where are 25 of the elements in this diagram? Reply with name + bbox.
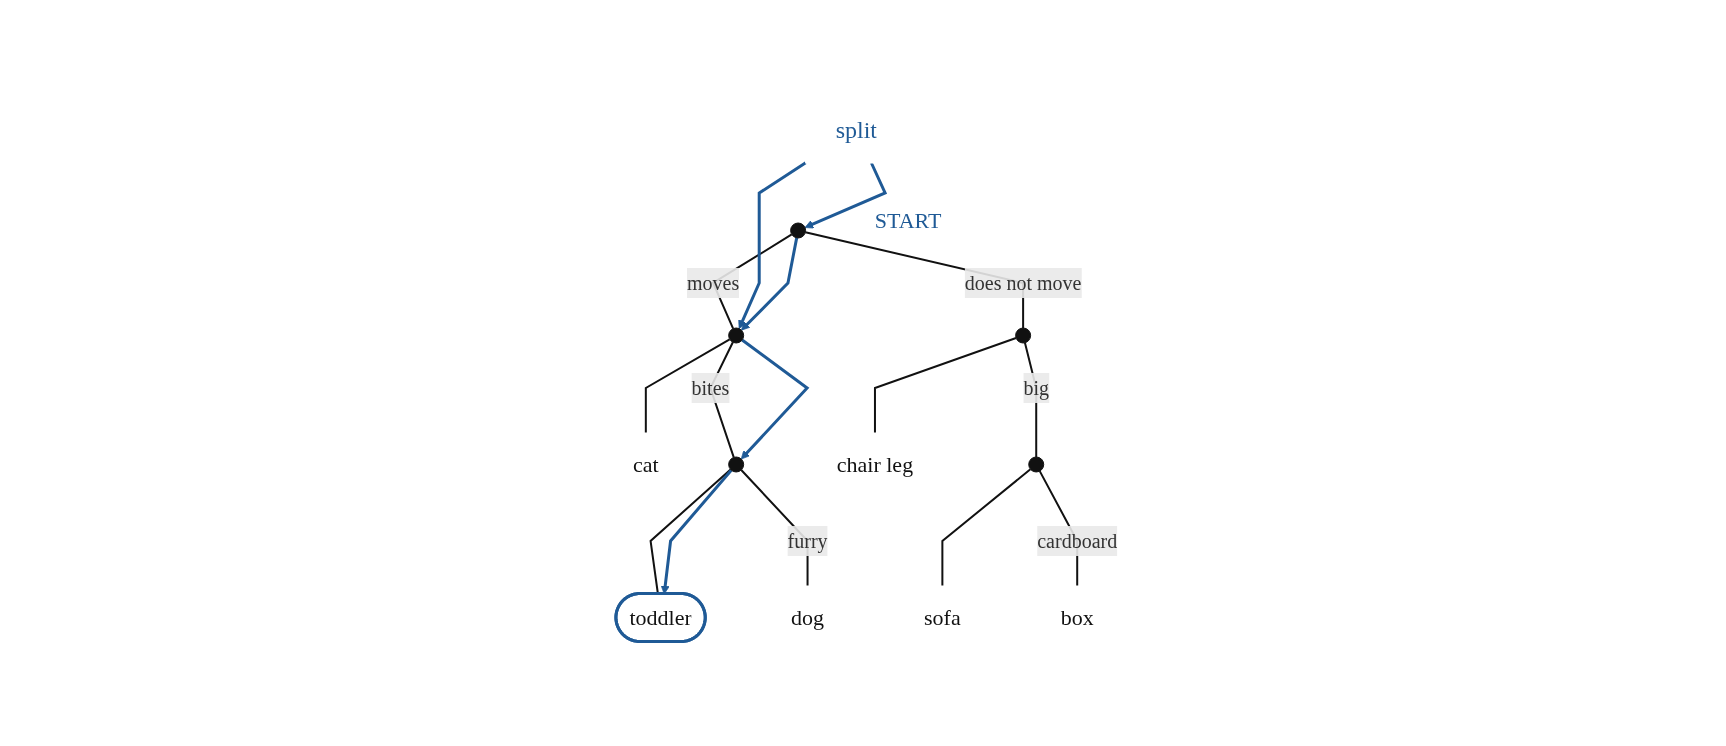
arrow (740, 237, 798, 331)
edge-label: does not move (964, 272, 1082, 294)
node-label: START (874, 208, 942, 233)
node-circle (727, 327, 744, 344)
node-text: sofa (923, 605, 961, 630)
node-text: split (835, 117, 877, 143)
edge-label: cardboard (1036, 530, 1117, 552)
connector (941, 468, 1032, 587)
edge-label: bites (691, 377, 729, 399)
node-circle (789, 222, 806, 239)
node-circle (1014, 327, 1031, 344)
arrow (804, 162, 887, 229)
node-circle (1027, 456, 1044, 473)
arrow (737, 161, 807, 330)
edge-label: moves (686, 272, 739, 294)
node-text: chair leg (836, 452, 913, 477)
connector (873, 337, 1017, 434)
connector (644, 338, 731, 434)
node-text: dog (790, 605, 824, 630)
node-text: box (1060, 605, 1094, 630)
edge-label: big (1023, 377, 1049, 399)
node-text: cat (632, 452, 659, 477)
node-circle (727, 456, 744, 473)
edge-label: furry (787, 530, 828, 552)
arrow (740, 338, 809, 460)
